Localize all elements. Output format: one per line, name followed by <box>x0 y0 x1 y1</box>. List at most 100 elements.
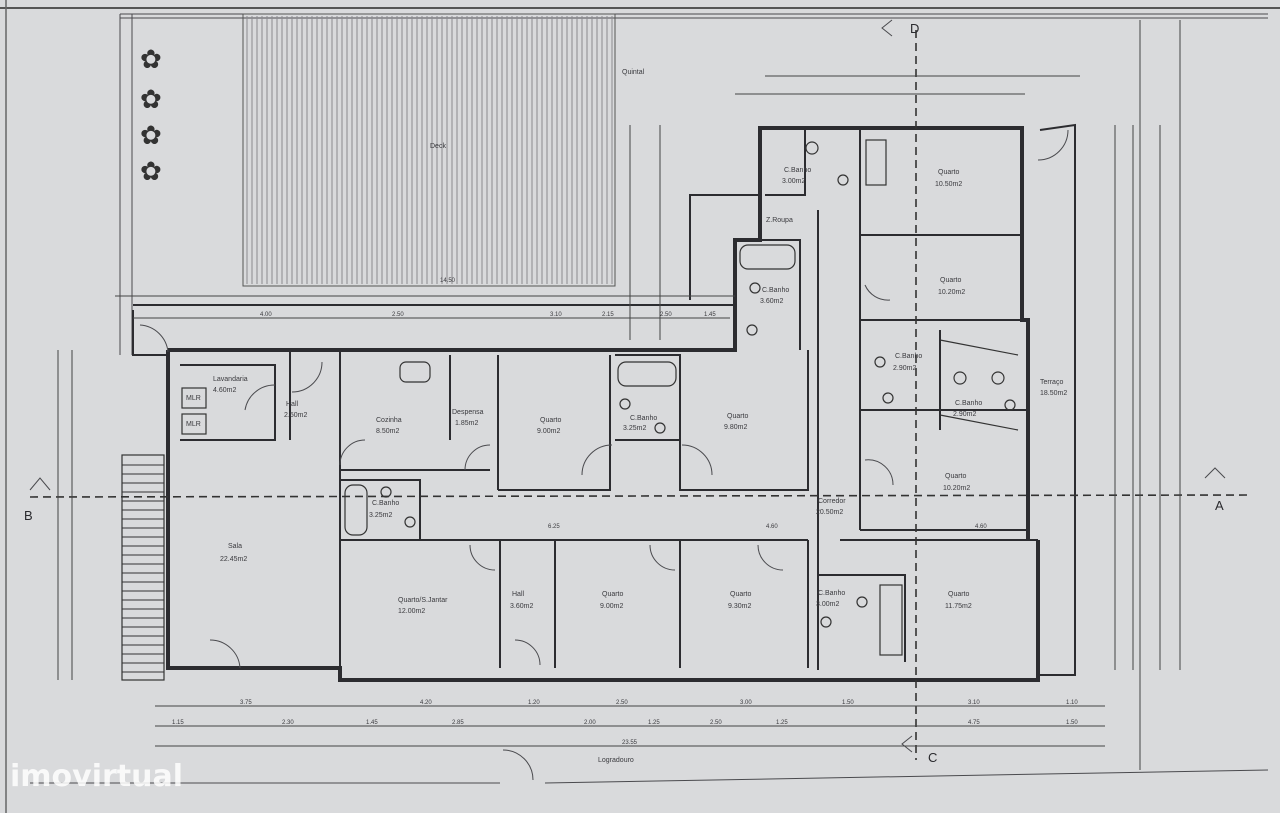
dim-top-3: 2.15 <box>602 312 614 318</box>
room-banho-3-25b-area: 3.25m2 <box>369 512 392 519</box>
exterior-stairs <box>121 454 165 681</box>
dim-b1-5: 1.50 <box>842 700 854 706</box>
room-arrumos-label: Z.Roupa <box>766 217 793 224</box>
room-banho-3-60-name: C.Banho <box>762 287 789 294</box>
room-corredor-area: 20.50m2 <box>816 509 843 516</box>
dim-b2-7: 1.25 <box>776 720 788 726</box>
section-lines <box>29 19 1251 760</box>
watermark-logo: imovirtual <box>10 759 183 794</box>
dim-inner-2: 4.60 <box>975 524 987 530</box>
room-despensa-name: Despensa <box>452 409 484 416</box>
room-labels: Lavandaria 4.60m2 MLR MLR Hall 2.50m2 Co… <box>186 167 1067 615</box>
room-quarto-9-30-area: 9.30m2 <box>728 603 751 610</box>
dim-b1-7: 1.10 <box>1066 700 1078 706</box>
room-despensa-area: 1.85m2 <box>455 420 478 427</box>
mlr-label-1: MLR <box>186 395 201 402</box>
dim-b1-1: 4.20 <box>420 700 432 706</box>
dim-deck-width: 14.50 <box>440 278 456 284</box>
room-quarto-9b-name: Quarto <box>602 591 624 598</box>
section-marker-b: B <box>24 508 33 523</box>
dim-b2-9: 1.50 <box>1066 720 1078 726</box>
room-banho-3-00a-name: C.Banho <box>784 167 811 174</box>
room-sala-name: Sala <box>228 543 242 550</box>
room-quarto-10-20a-area: 10.20m2 <box>938 289 965 296</box>
room-quarto-10-20b-area: 10.20m2 <box>943 485 970 492</box>
svg-text:✿: ✿ <box>140 44 162 74</box>
room-lavandaria-area: 4.60m2 <box>213 387 236 394</box>
section-marker-a: A <box>1215 498 1224 513</box>
room-quarto-jantar-name: Quarto/S.Jantar <box>398 597 448 604</box>
quintal-label: Quintal <box>622 69 645 76</box>
room-banho-3-00a-area: 3.00m2 <box>782 178 805 185</box>
room-quarto-9-30-name: Quarto <box>730 591 752 598</box>
room-cozinha-area: 8.50m2 <box>376 428 399 435</box>
room-banho-2-90a-name: C.Banho <box>895 353 922 360</box>
dim-inner-0: 6.25 <box>548 524 560 530</box>
dim-b2-0: 1.15 <box>172 720 184 726</box>
room-quarto-jantar-area: 12.00m2 <box>398 608 425 615</box>
section-marker-d: D <box>910 21 919 36</box>
garden-plants: ✿ ✿ ✿ ✿ <box>140 44 162 186</box>
room-hall-1-name: Hall <box>286 401 299 408</box>
deck-label: Deck <box>430 143 446 150</box>
dim-b2-6: 2.50 <box>710 720 722 726</box>
svg-text:✿: ✿ <box>140 120 162 150</box>
room-hall-1-area: 2.50m2 <box>284 412 307 419</box>
interior-walls <box>180 130 1038 670</box>
room-sala-area: 22.45m2 <box>220 556 247 563</box>
dim-b1-2: 1.20 <box>528 700 540 706</box>
door-swings <box>139 129 1069 781</box>
exterior-walls <box>132 123 1076 682</box>
room-hall-2-area: 3.60m2 <box>510 603 533 610</box>
dim-total: 23.55 <box>622 740 638 746</box>
room-banho-3-00b-name: C.Banho <box>818 590 845 597</box>
room-quarto-9-area: 9.00m2 <box>537 428 560 435</box>
dim-b1-0: 3.75 <box>240 700 252 706</box>
room-cozinha-name: Cozinha <box>376 417 402 424</box>
room-banho-2-90b-name: C.Banho <box>955 400 982 407</box>
room-corredor-name: Corredor <box>818 498 846 505</box>
dim-inner-1: 4.60 <box>766 524 778 530</box>
room-banho-2-90a-area: 2.90m2 <box>893 365 916 372</box>
svg-text:✿: ✿ <box>140 84 162 114</box>
logradouro-label: Logradouro <box>598 757 634 764</box>
room-quarto-10-20b-name: Quarto <box>945 473 967 480</box>
deck-area: Deck <box>242 13 616 287</box>
dim-b2-3: 2.85 <box>452 720 464 726</box>
dim-top-2: 3.10 <box>550 312 562 318</box>
dim-b2-4: 2.00 <box>584 720 596 726</box>
dim-b2-1: 2.30 <box>282 720 294 726</box>
room-quarto-11-75-name: Quarto <box>948 591 970 598</box>
dimension-labels: 4.00 2.50 3.10 2.15 2.50 1.45 14.50 6.25… <box>172 278 1078 746</box>
dimension-lines <box>57 20 1181 770</box>
dim-b1-4: 3.00 <box>740 700 752 706</box>
room-banho-2-90b-area: 2.90m2 <box>953 411 976 418</box>
dim-b2-8: 4.75 <box>968 720 980 726</box>
room-quarto-10-20a-name: Quarto <box>940 277 962 284</box>
room-banho-3-00b-area: 3.00m2 <box>816 601 839 608</box>
dim-top-5: 1.45 <box>704 312 716 318</box>
dim-b1-6: 3.10 <box>968 700 980 706</box>
dim-b2-2: 1.45 <box>366 720 378 726</box>
room-banho-3-25b-name: C.Banho <box>372 500 399 507</box>
dim-top-1: 2.50 <box>392 312 404 318</box>
room-hall-2-name: Hall <box>512 591 525 598</box>
section-marker-c: C <box>928 750 937 765</box>
room-banho-3-25a-name: C.Banho <box>630 415 657 422</box>
room-quarto-9-80-name: Quarto <box>727 413 749 420</box>
room-quarto-9-name: Quarto <box>540 417 562 424</box>
room-quarto-11-75-area: 11.75m2 <box>945 603 972 610</box>
room-quarto-10-50-name: Quarto <box>938 169 960 176</box>
dim-top-4: 2.50 <box>660 312 672 318</box>
room-lavandaria-name: Lavandaria <box>213 376 248 383</box>
room-banho-3-60-area: 3.60m2 <box>760 298 783 305</box>
dim-top-0: 4.00 <box>260 312 272 318</box>
dim-b1-3: 2.50 <box>616 700 628 706</box>
room-quarto-9-80-area: 9.80m2 <box>724 424 747 431</box>
room-quarto-9b-area: 9.00m2 <box>600 603 623 610</box>
svg-text:✿: ✿ <box>140 156 162 186</box>
room-quarto-10-50-area: 10.50m2 <box>935 181 962 188</box>
fixtures <box>181 139 1019 656</box>
